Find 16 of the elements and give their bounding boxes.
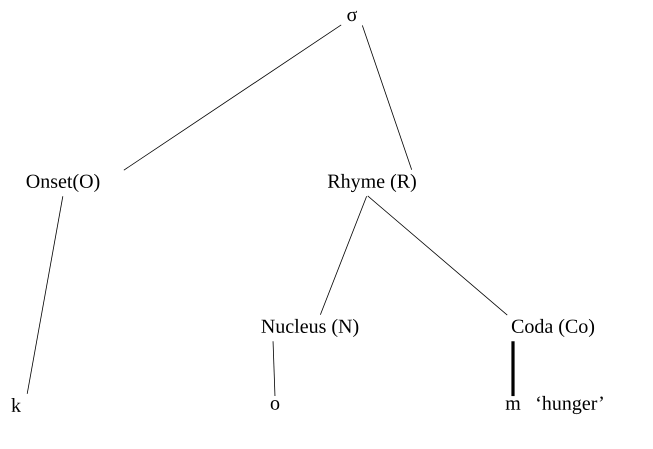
tree-node-label: Nucleus (N) bbox=[261, 318, 358, 338]
tree-node-label: o bbox=[270, 400, 280, 410]
tree-node-label: Rhyme (R) bbox=[328, 174, 416, 192]
tree-node-label: σ bbox=[347, 10, 358, 22]
tree-branch bbox=[272, 340, 276, 396]
tree-node-label: Coda (Co) bbox=[512, 318, 594, 338]
tree-branch bbox=[320, 196, 368, 316]
tree-branch bbox=[511, 341, 515, 396]
tree-node-label: Onset(O) bbox=[26, 174, 100, 192]
tree-node-label: k bbox=[11, 398, 22, 412]
gloss-text: ‘hunger’ bbox=[537, 396, 603, 414]
tree-branch bbox=[123, 24, 342, 171]
tree-node-label: m bbox=[506, 400, 520, 410]
tree-branch bbox=[362, 24, 412, 170]
tree-branch bbox=[26, 196, 64, 394]
tree-branch bbox=[367, 196, 508, 316]
